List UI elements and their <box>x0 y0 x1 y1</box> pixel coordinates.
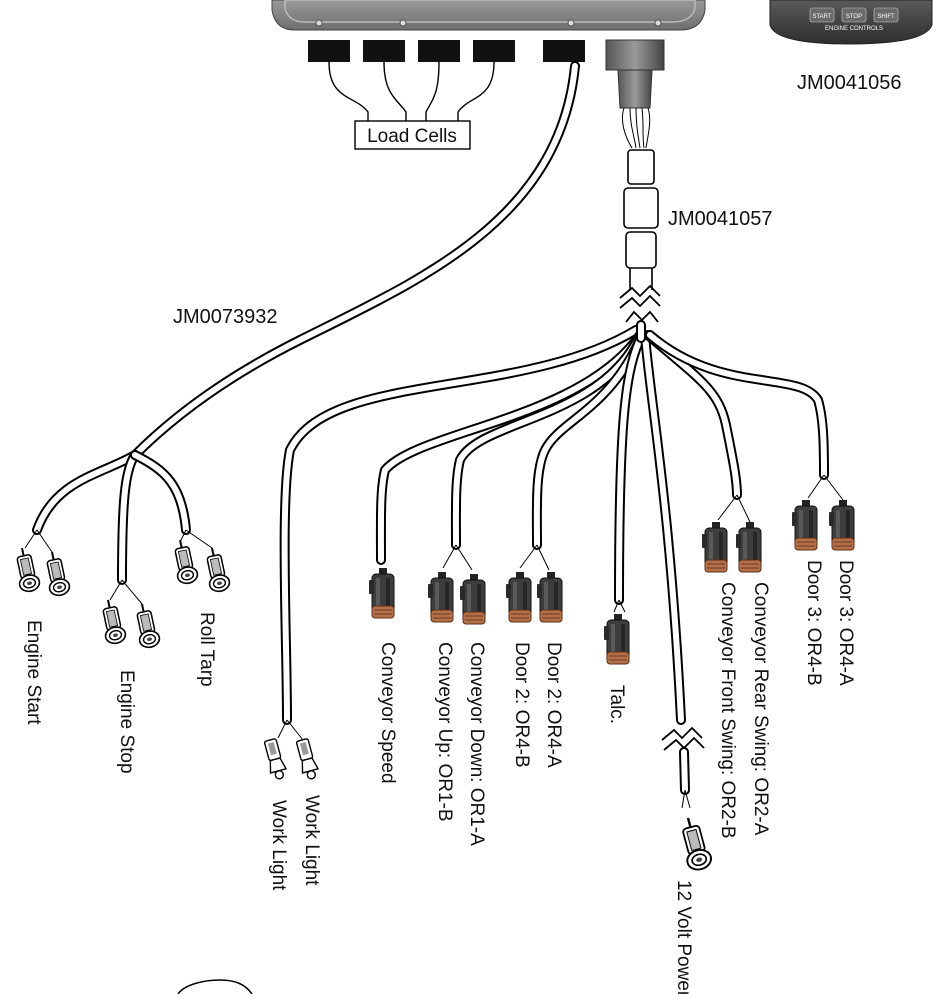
engine-start-label: Engine Start <box>23 620 44 725</box>
load-cells-box <box>354 120 471 150</box>
remote-stop-button: STOP <box>846 14 862 20</box>
remote-shift-button: SHIFT <box>877 14 895 20</box>
engine-stop-connectors <box>97 579 162 651</box>
power-label: 12 Volt Power <box>673 880 694 994</box>
conveyor-up-down-connectors <box>427 544 486 625</box>
work-light-connectors <box>261 719 321 782</box>
conveyor-up-label: Conveyor Up: OR1-B <box>434 642 455 822</box>
conveyor-down-label: Conveyor Down: OR1-A <box>466 642 487 846</box>
door3-a-label: Door 3: OR4-A <box>835 560 856 686</box>
conveyor-rear-swing-label: Conveyor Rear Swing: OR2-A <box>750 582 771 836</box>
cable-break-symbol <box>619 284 661 323</box>
controller-box <box>271 0 706 31</box>
main-harness-branches <box>279 320 829 725</box>
main-harness-boot <box>605 39 665 149</box>
partial-circle-shape <box>177 979 253 994</box>
door2-a-label: Door 2: OR4-A <box>543 642 564 768</box>
power-connector <box>661 726 715 874</box>
main-harness-part-number: JM0041057 <box>668 208 773 230</box>
roll-tarp-connectors <box>169 529 232 595</box>
engine-stop-label: Engine Stop <box>116 670 137 774</box>
engine-start-connectors <box>11 529 72 599</box>
work-light-1-label: Work Light <box>268 800 289 891</box>
door2-b-label: Door 2: OR4-B <box>511 642 532 768</box>
door3-b-label: Door 3: OR4-B <box>803 560 824 686</box>
load-cells-label: Load Cells <box>367 126 457 147</box>
remote-footer: ENGINE CONTROLS <box>825 26 883 32</box>
main-harness-sleeves <box>623 149 659 290</box>
conveyor-front-swing-label: Conveyor Front Swing: OR2-B <box>717 582 738 839</box>
aux-harness-part-number: JM0073932 <box>173 306 278 328</box>
door2-connectors <box>505 544 563 623</box>
remote-start-button: START <box>812 14 831 20</box>
work-light-2-label: Work Light <box>301 795 322 886</box>
load-cell-brackets <box>328 61 495 121</box>
aux-harness-cable <box>32 61 580 585</box>
talc-connector <box>603 599 630 665</box>
talc-label: Talc. <box>606 685 627 724</box>
conveyor-speed-label: Conveyor Speed <box>377 642 398 784</box>
load-cell-ports <box>308 40 585 62</box>
remote-control: START STOP SHIFT ENGINE CONTROLS <box>769 0 933 45</box>
conveyor-swing-connectors <box>701 494 762 573</box>
roll-tarp-label: Roll Tarp <box>196 612 217 687</box>
conveyor-speed-connector <box>368 567 395 619</box>
remote-part-number: JM0041056 <box>797 72 902 94</box>
door3-connectors <box>791 474 855 551</box>
